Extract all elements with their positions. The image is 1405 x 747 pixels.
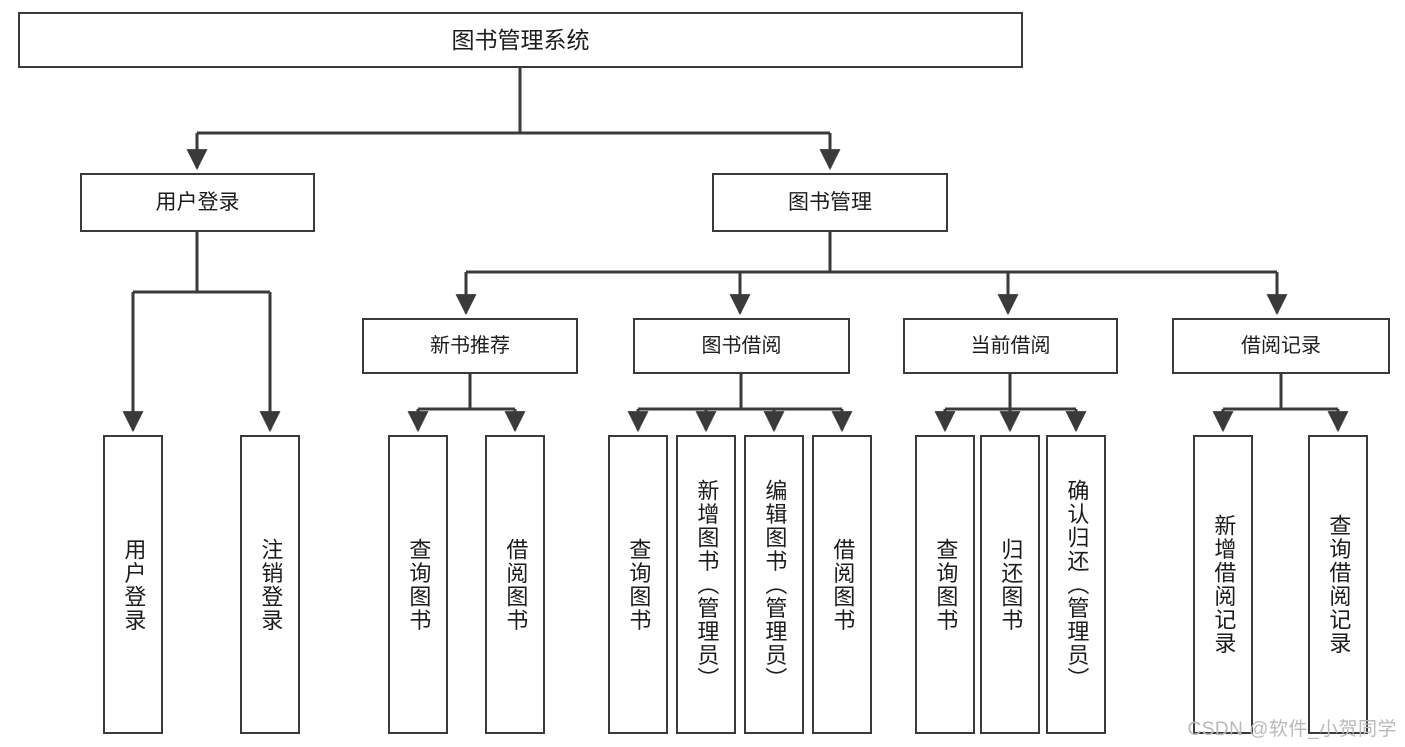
node-label: 新增图书（管理员） — [694, 478, 720, 691]
node-label: 查询图书 — [626, 537, 652, 632]
leaf-record-query-record[interactable]: 查询借阅记录 — [1308, 435, 1368, 734]
node-book-borrow[interactable]: 图书借阅 — [633, 318, 850, 374]
node-label: 用户登录 — [155, 190, 240, 214]
node-label: 查询图书 — [406, 537, 432, 632]
node-label: 归还图书 — [998, 537, 1024, 632]
node-user-login[interactable]: 用户登录 — [80, 173, 315, 232]
leaf-borrow-query-book[interactable]: 查询图书 — [608, 435, 668, 734]
leaf-borrow-edit-book-admin[interactable]: 编辑图书（管理员） — [744, 435, 804, 734]
leaf-record-add-record[interactable]: 新增借阅记录 — [1193, 435, 1253, 734]
node-label: 图书管理系统 — [451, 26, 590, 53]
node-label: 注销登录 — [258, 537, 284, 632]
leaf-current-query-book[interactable]: 查询图书 — [915, 435, 975, 734]
node-label: 确认归还（管理员） — [1064, 478, 1090, 691]
node-current-borrow[interactable]: 当前借阅 — [903, 318, 1118, 374]
node-label: 查询图书 — [933, 537, 959, 632]
node-label: 图书管理 — [788, 190, 872, 214]
node-label: 新书推荐 — [430, 334, 510, 357]
leaf-current-return-book[interactable]: 归还图书 — [980, 435, 1040, 734]
leaf-borrow-add-book-admin[interactable]: 新增图书（管理员） — [676, 435, 736, 734]
watermark: CSDN @软件_小贺同学 — [1187, 719, 1397, 740]
leaf-user-login-logout[interactable]: 注销登录 — [240, 435, 300, 734]
node-label: 新增借阅记录 — [1211, 514, 1237, 655]
node-borrow-record[interactable]: 借阅记录 — [1172, 318, 1390, 374]
leaf-new-book-query[interactable]: 查询图书 — [388, 435, 448, 734]
leaf-current-confirm-return-admin[interactable]: 确认归还（管理员） — [1046, 435, 1106, 734]
node-label: 借阅图书 — [830, 537, 856, 632]
node-label: 查询借阅记录 — [1326, 514, 1352, 655]
node-label: 借阅图书 — [503, 537, 529, 632]
node-label: 当前借阅 — [970, 334, 1051, 357]
node-label: 编辑图书（管理员） — [762, 478, 788, 691]
leaf-new-book-borrow[interactable]: 借阅图书 — [485, 435, 545, 734]
leaf-user-login-login[interactable]: 用户登录 — [103, 435, 163, 734]
leaf-borrow-borrow-book[interactable]: 借阅图书 — [812, 435, 872, 734]
node-new-book-recommend[interactable]: 新书推荐 — [362, 318, 578, 374]
node-label: 借阅记录 — [1241, 334, 1321, 357]
node-label: 用户登录 — [121, 537, 147, 632]
node-book-management[interactable]: 图书管理 — [712, 173, 948, 232]
node-root-book-management-system[interactable]: 图书管理系统 — [18, 12, 1023, 68]
node-label: 图书借阅 — [701, 334, 782, 357]
